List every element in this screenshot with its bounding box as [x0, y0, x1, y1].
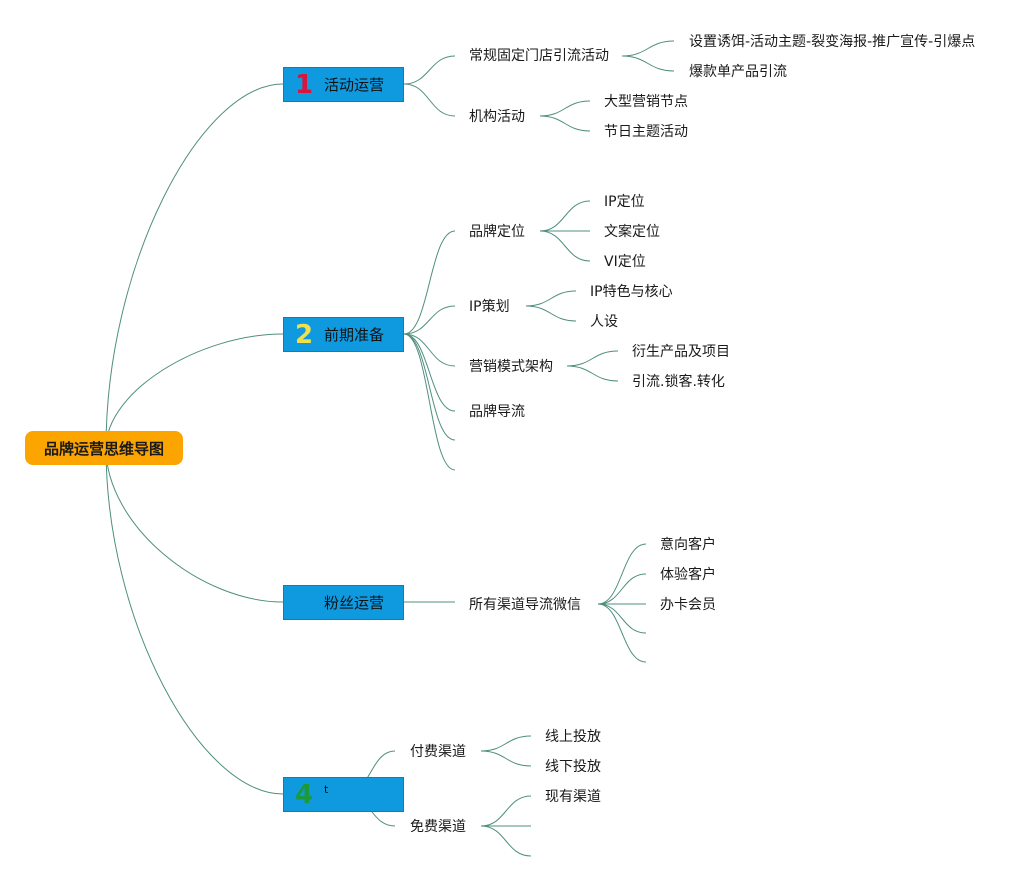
subtopic-node[interactable]: 节日主题活动 — [604, 124, 688, 140]
connector-line — [403, 333, 456, 412]
topic-node[interactable]: 付费渠道 — [410, 744, 466, 760]
connector-line — [566, 365, 619, 382]
topic-node[interactable]: 营销模式架构 — [469, 359, 553, 375]
connector-line — [480, 750, 532, 767]
subtopic-node[interactable]: 线上投放 — [545, 729, 601, 745]
connector-line — [539, 115, 591, 132]
subtopic-node[interactable]: 人设 — [590, 314, 618, 330]
connector-line — [621, 40, 675, 57]
root-label: 品牌运营思维导图 — [43, 439, 164, 458]
connector-line — [597, 603, 647, 634]
connector-line — [539, 230, 591, 262]
connector-line — [525, 305, 577, 322]
subtopic-node[interactable]: 体验客户 — [660, 567, 716, 583]
root-link-1 — [105, 83, 284, 449]
branch-channels[interactable]: 4 t — [283, 777, 404, 812]
connector-line — [566, 350, 619, 367]
subtopic-node[interactable]: 文案定位 — [604, 224, 660, 240]
subtopic-node[interactable]: VI定位 — [604, 254, 646, 270]
subtopic-node[interactable]: 意向客户 — [660, 537, 716, 553]
topic-node[interactable]: 免费渠道 — [410, 819, 466, 835]
branch-preparation[interactable]: 2 前期准备 — [283, 317, 404, 352]
subtopic-node[interactable]: 大型营销节点 — [604, 94, 688, 110]
connector-line — [480, 825, 532, 857]
subtopic-node[interactable]: 设置诱饵-活动主题-裂变海报-推广宣传-引爆点 — [689, 34, 976, 50]
number-badge-2: 2 — [294, 319, 314, 350]
topic-node[interactable]: 品牌定位 — [469, 224, 525, 240]
branch-label: 活动运营 — [324, 76, 385, 94]
root-node[interactable]: 品牌运营思维导图 — [25, 431, 183, 465]
subtopic-node[interactable]: IP特色与核心 — [590, 284, 673, 300]
connector-line — [480, 795, 532, 827]
root-link-3 — [105, 447, 284, 603]
connector-line — [597, 573, 647, 605]
branch-label: t — [324, 783, 329, 796]
connector-line — [480, 735, 532, 752]
subtopic-node[interactable]: IP定位 — [604, 194, 645, 210]
subtopic-node[interactable]: 引流.锁客.转化 — [632, 374, 725, 390]
connector-line — [403, 333, 456, 471]
topic-node[interactable]: 常规固定门店引流活动 — [469, 48, 609, 64]
root-link-2 — [105, 333, 284, 449]
subtopic-node[interactable]: 线下投放 — [545, 759, 601, 775]
connector-line — [539, 100, 591, 117]
connector-line — [403, 55, 456, 85]
connector-line — [597, 603, 647, 663]
connector-line — [403, 230, 456, 335]
connector-line — [403, 333, 456, 367]
subtopic-node[interactable]: 办卡会员 — [660, 597, 716, 613]
subtopic-node[interactable]: 爆款单产品引流 — [689, 64, 787, 80]
subtopic-node[interactable]: 现有渠道 — [545, 789, 601, 805]
connector-line — [525, 290, 577, 307]
connector-line — [539, 200, 591, 232]
topic-node[interactable]: 机构活动 — [469, 109, 525, 125]
connector-line — [403, 83, 456, 117]
number-badge-1: 1 — [294, 69, 314, 100]
connector-line — [597, 543, 647, 605]
connector-line — [403, 305, 456, 335]
connector-line — [621, 55, 675, 72]
topic-node[interactable]: 品牌导流 — [469, 404, 525, 420]
root-link-4 — [105, 447, 284, 795]
branch-label: 粉丝运营 — [324, 594, 385, 612]
topic-node[interactable]: 所有渠道导流微信 — [469, 597, 581, 613]
branch-label: 前期准备 — [324, 326, 385, 344]
subtopic-node[interactable]: 衍生产品及项目 — [632, 344, 730, 360]
number-badge-4: 4 — [294, 779, 314, 810]
topic-node[interactable]: IP策划 — [469, 299, 510, 315]
branch-activity-operation[interactable]: 1 活动运营 — [283, 67, 404, 102]
branch-fan-operation[interactable]: 粉丝运营 — [283, 585, 404, 620]
